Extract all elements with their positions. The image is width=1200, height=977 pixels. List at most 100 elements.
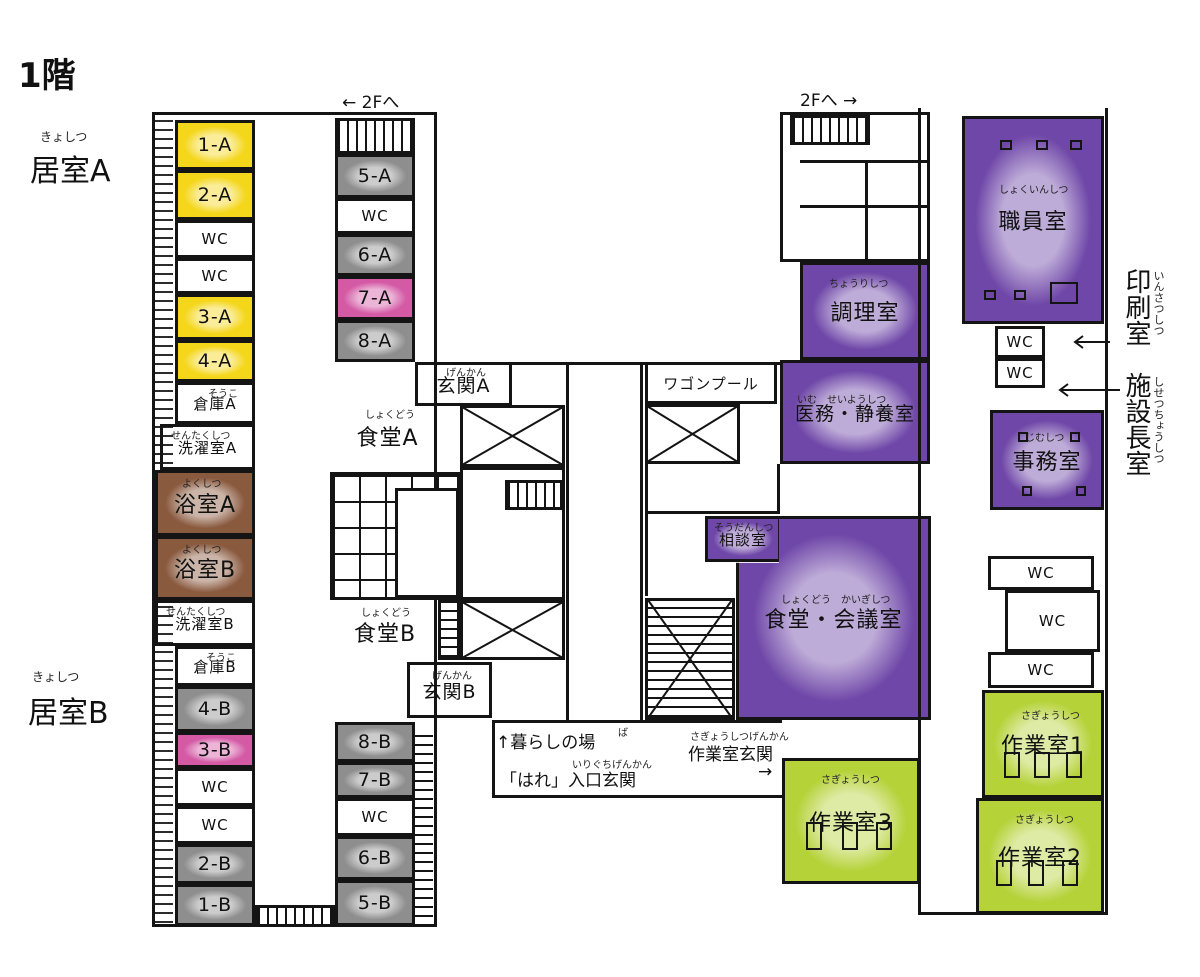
soko-b[interactable]: そうこ 倉庫B (175, 646, 255, 686)
wc-a2[interactable]: WC (175, 258, 255, 294)
room-5a[interactable]: 5-A (335, 154, 415, 198)
sagyo-entrance-ruby: さぎょうしつげんかん (690, 732, 789, 743)
desk-icon (1062, 860, 1078, 886)
room-2b-label: 2-B (197, 853, 233, 875)
wc-a2-label: WC (201, 267, 229, 285)
kurashi-line2-ruby: いりぐちげんかん (572, 760, 652, 771)
right-lower-rail (415, 728, 433, 926)
room-8a[interactable]: 8-A (335, 320, 415, 362)
stairs-top-right (790, 115, 870, 145)
corridor-right-wall (640, 362, 643, 720)
shokudo-kaigi-label: 食堂・会議室 (764, 608, 903, 633)
yoku-a-ruby: よくしつ (182, 479, 222, 490)
sentaku-b[interactable]: せんたくしつ 洗濯室B (155, 600, 255, 646)
shokudo-b[interactable]: しょくどう 食堂B (335, 602, 435, 662)
shokudo-a-label: 食堂A (356, 426, 419, 451)
upper-right-center-block (780, 112, 930, 262)
corridor-bottom-wall (492, 720, 782, 723)
wc-a1[interactable]: WC (175, 220, 255, 258)
shisetsu-ruby: しせつちょうしつ (1152, 376, 1165, 464)
soko-a[interactable]: そうこ 倉庫A (175, 382, 255, 424)
sagyo1-ruby: さぎょうしつ (1021, 711, 1080, 722)
room-4a-label: 4-A (197, 350, 233, 372)
room-3b[interactable]: 3-B (175, 732, 255, 768)
wc-e3[interactable]: WC (988, 652, 1094, 688)
right-wing-outline (918, 108, 1108, 914)
room-7b[interactable]: 7-B (335, 762, 415, 798)
right-center-hall (645, 464, 780, 514)
stairs-bottom-left (255, 905, 335, 927)
void-x-line (646, 405, 739, 463)
desk-icon (876, 822, 892, 850)
void-x-line (461, 601, 564, 659)
room-4b-label: 4-B (197, 698, 233, 720)
shisetsu-label: 施設長室 (1121, 372, 1151, 476)
chori-label: 調理室 (830, 301, 900, 326)
shokuin[interactable]: しょくいんしつ 職員室 (962, 116, 1104, 324)
desk-icon (1014, 290, 1026, 300)
room-4a[interactable]: 4-A (175, 340, 255, 382)
kyoshitsu-b-ruby: きょしつ (32, 670, 80, 684)
wc-c1-label: WC (361, 207, 389, 225)
wc-b2[interactable]: WC (175, 806, 255, 844)
shokuin-ruby: しょくいんしつ (999, 185, 1069, 196)
room-6b[interactable]: 6-B (335, 836, 415, 880)
yoku-a[interactable]: よくしつ 浴室A (155, 470, 255, 536)
room-1a-label: 1-A (197, 134, 233, 156)
wc-c2[interactable]: WC (335, 798, 415, 836)
shokudo-a[interactable]: しょくどう 食堂A (335, 400, 440, 472)
imu-ruby: いむ せいようしつ (797, 395, 887, 406)
desk-icon (806, 822, 822, 850)
jimu[interactable]: じむしつ 事務室 (990, 410, 1104, 510)
wagon-pool-label: ワゴンプール (663, 374, 759, 393)
shokudo-kaigi-ruby: しょくどう かいぎしつ (781, 595, 891, 606)
sagyo1[interactable]: さぎょうしつ 作業室1 (982, 690, 1104, 798)
kurashi-line1-ruby: ば (618, 728, 628, 739)
wc-e1-label: WC (1027, 564, 1055, 582)
soko-a-label: 倉庫A (193, 394, 237, 413)
void-box-lower (460, 600, 565, 660)
room-7a[interactable]: 7-A (335, 276, 415, 320)
room-7a-label: 7-A (357, 287, 393, 309)
sagyo1-label: 作業室1 (1001, 734, 1085, 759)
desk-icon (984, 290, 996, 300)
room-4b[interactable]: 4-B (175, 686, 255, 732)
wc-b1[interactable]: WC (175, 768, 255, 806)
kurashi-line2: 「はれ」入口玄関 (500, 771, 636, 791)
wagon-pool[interactable]: ワゴンプール (645, 362, 777, 404)
wc-d1[interactable]: WC (995, 326, 1045, 358)
to-2f-left-label: ← 2Fへ (342, 93, 400, 113)
wc-b1-label: WC (201, 778, 229, 796)
room-6b-label: 6-B (357, 847, 393, 869)
imu[interactable]: いむ せいようしつ 医務・静養室 (780, 360, 930, 464)
wc-d2[interactable]: WC (995, 358, 1045, 388)
genkan-a[interactable]: げんかん 玄関A (415, 362, 512, 406)
void-box-right (645, 404, 740, 464)
sodan-label: 相談室 (718, 530, 767, 549)
shokudo-b-label: 食堂B (353, 622, 417, 647)
room-8b[interactable]: 8-B (335, 722, 415, 762)
arrow-head (1073, 335, 1084, 349)
room-1b[interactable]: 1-B (175, 884, 255, 926)
room-2b[interactable]: 2-B (175, 844, 255, 884)
room-2a[interactable]: 2-A (175, 170, 255, 220)
room-5b[interactable]: 5-B (335, 880, 415, 926)
genkan-b[interactable]: げんかん 玄関B (407, 662, 492, 718)
wc-e1[interactable]: WC (988, 556, 1094, 590)
wc-e2[interactable]: WC (1005, 590, 1100, 652)
room-6a[interactable]: 6-A (335, 234, 415, 276)
right-center-side (645, 514, 705, 596)
sagyo2[interactable]: さぎょうしつ 作業室2 (976, 798, 1104, 914)
sentaku-a[interactable]: せんたくしつ 洗濯室A (160, 424, 255, 470)
soko-b-label: 倉庫B (193, 657, 237, 676)
yoku-b[interactable]: よくしつ 浴室B (155, 536, 255, 600)
sodan[interactable]: そうだんしつ 相談室 (705, 516, 781, 562)
room-5b-label: 5-B (357, 892, 393, 914)
room-1a[interactable]: 1-A (175, 120, 255, 170)
chori[interactable]: ちょうりしつ 調理室 (800, 262, 930, 360)
wc-c1[interactable]: WC (335, 198, 415, 234)
room-8b-label: 8-B (357, 731, 393, 753)
desk-icon (1070, 140, 1082, 150)
room-3a[interactable]: 3-A (175, 294, 255, 340)
room-8a-label: 8-A (357, 330, 393, 352)
